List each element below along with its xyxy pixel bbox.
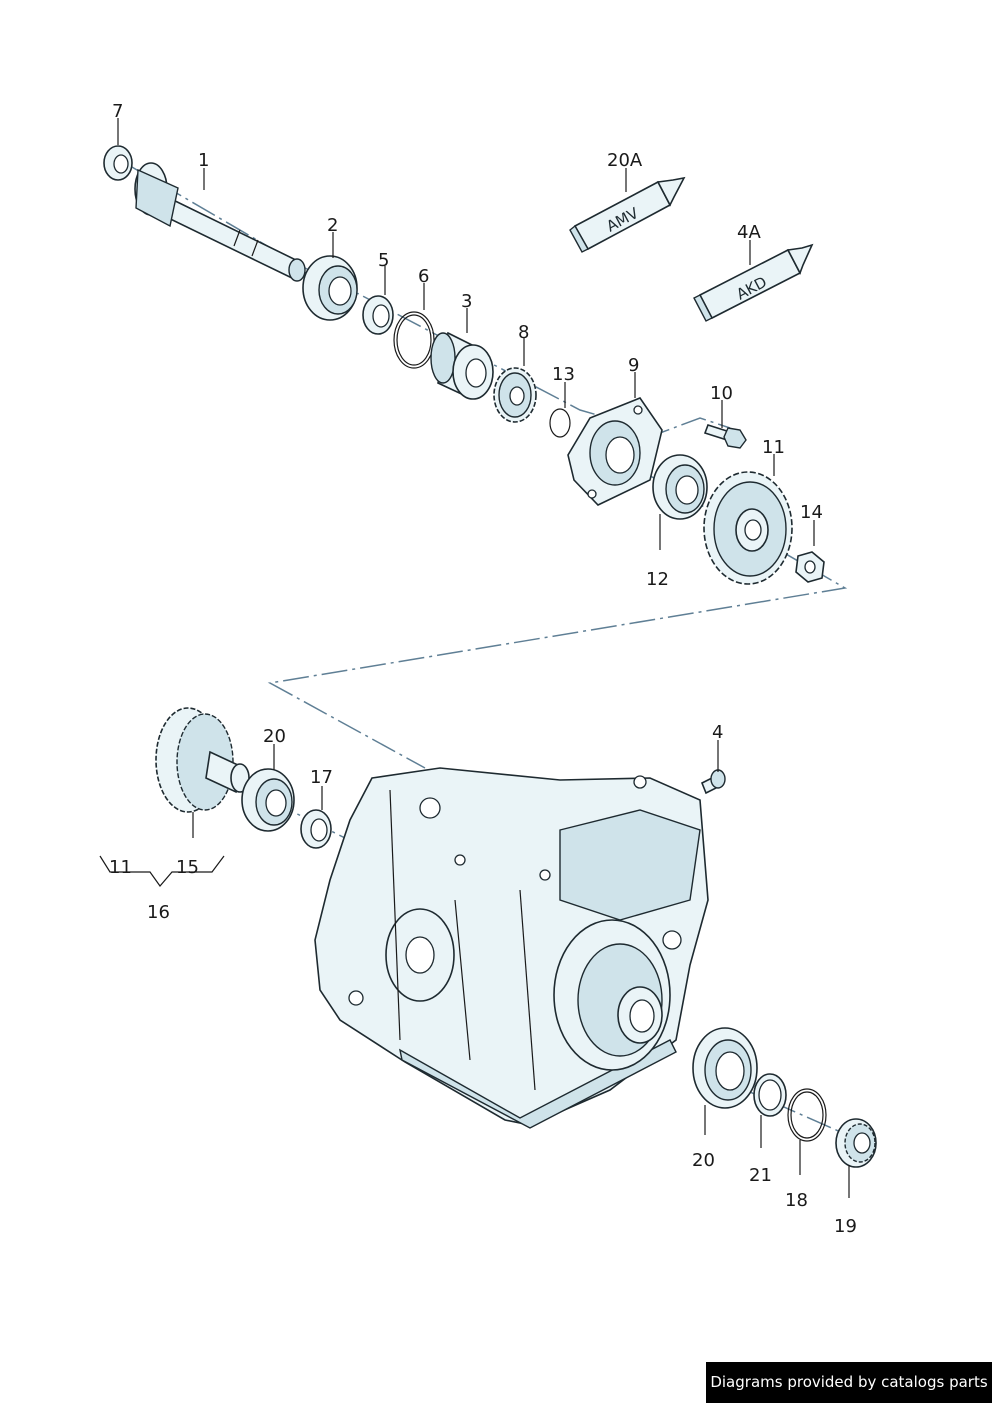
part-12-bearing [652,454,708,520]
callout-4a: 4A [737,222,761,243]
callout-6: 6 [418,266,429,287]
callout-16: 16 [147,902,170,923]
part-9-flange [567,397,663,506]
part-10-bolt [703,424,747,449]
callout-18: 18 [785,1190,808,1211]
callout-19: 19 [834,1216,857,1237]
callout-20-left: 20 [263,726,286,747]
callout-9: 9 [628,355,639,376]
callout-15: 15 [176,857,199,878]
transmission-housing [314,767,709,1129]
part-1-shaft [134,162,306,282]
part-5-ring [362,295,394,335]
callout-3: 3 [461,291,472,312]
callout-labels: 7 1 2 5 6 3 8 13 9 10 11 14 12 20A 4A 20… [109,101,857,1237]
credit-banner: Diagrams provided by catalogs parts [706,1362,992,1403]
part-13-circlip [549,408,571,438]
leader-lines [99,118,850,1198]
callout-11: 11 [762,437,785,458]
callout-13: 13 [552,364,575,385]
callout-20-right: 20 [692,1150,715,1171]
callout-2: 2 [327,215,338,236]
part-11-gear [703,471,793,585]
part-6-o-ring [393,311,435,369]
callout-10: 10 [710,383,733,404]
callout-1: 1 [198,150,209,171]
tube-4a: AKD [693,243,814,322]
callout-4: 4 [712,722,723,743]
callout-12: 12 [646,569,669,590]
callout-8: 8 [518,322,529,343]
part-20-bearing-left [241,768,295,832]
part-11-15-gear-assembly [155,707,250,813]
callout-20a: 20A [607,150,643,171]
part-8-gear [493,367,537,423]
part-20-bearing-right [692,1027,758,1109]
part-3-sleeve [430,331,494,400]
callout-7: 7 [112,101,123,122]
part-14-nut [795,551,825,583]
callout-21: 21 [749,1165,772,1186]
part-7-bushing [103,145,133,181]
part-19-flange-nut [835,1118,877,1168]
tube-20a: AMV [569,176,686,253]
callout-5: 5 [378,250,389,271]
part-2-bearing [302,255,358,321]
callout-11-lower: 11 [109,857,132,878]
part-18-o-ring [787,1088,827,1142]
callout-17: 17 [310,767,333,788]
part-21-shim [753,1073,787,1117]
part-17-seal [300,809,332,849]
part-4-screw [700,769,726,795]
callout-14: 14 [800,502,823,523]
